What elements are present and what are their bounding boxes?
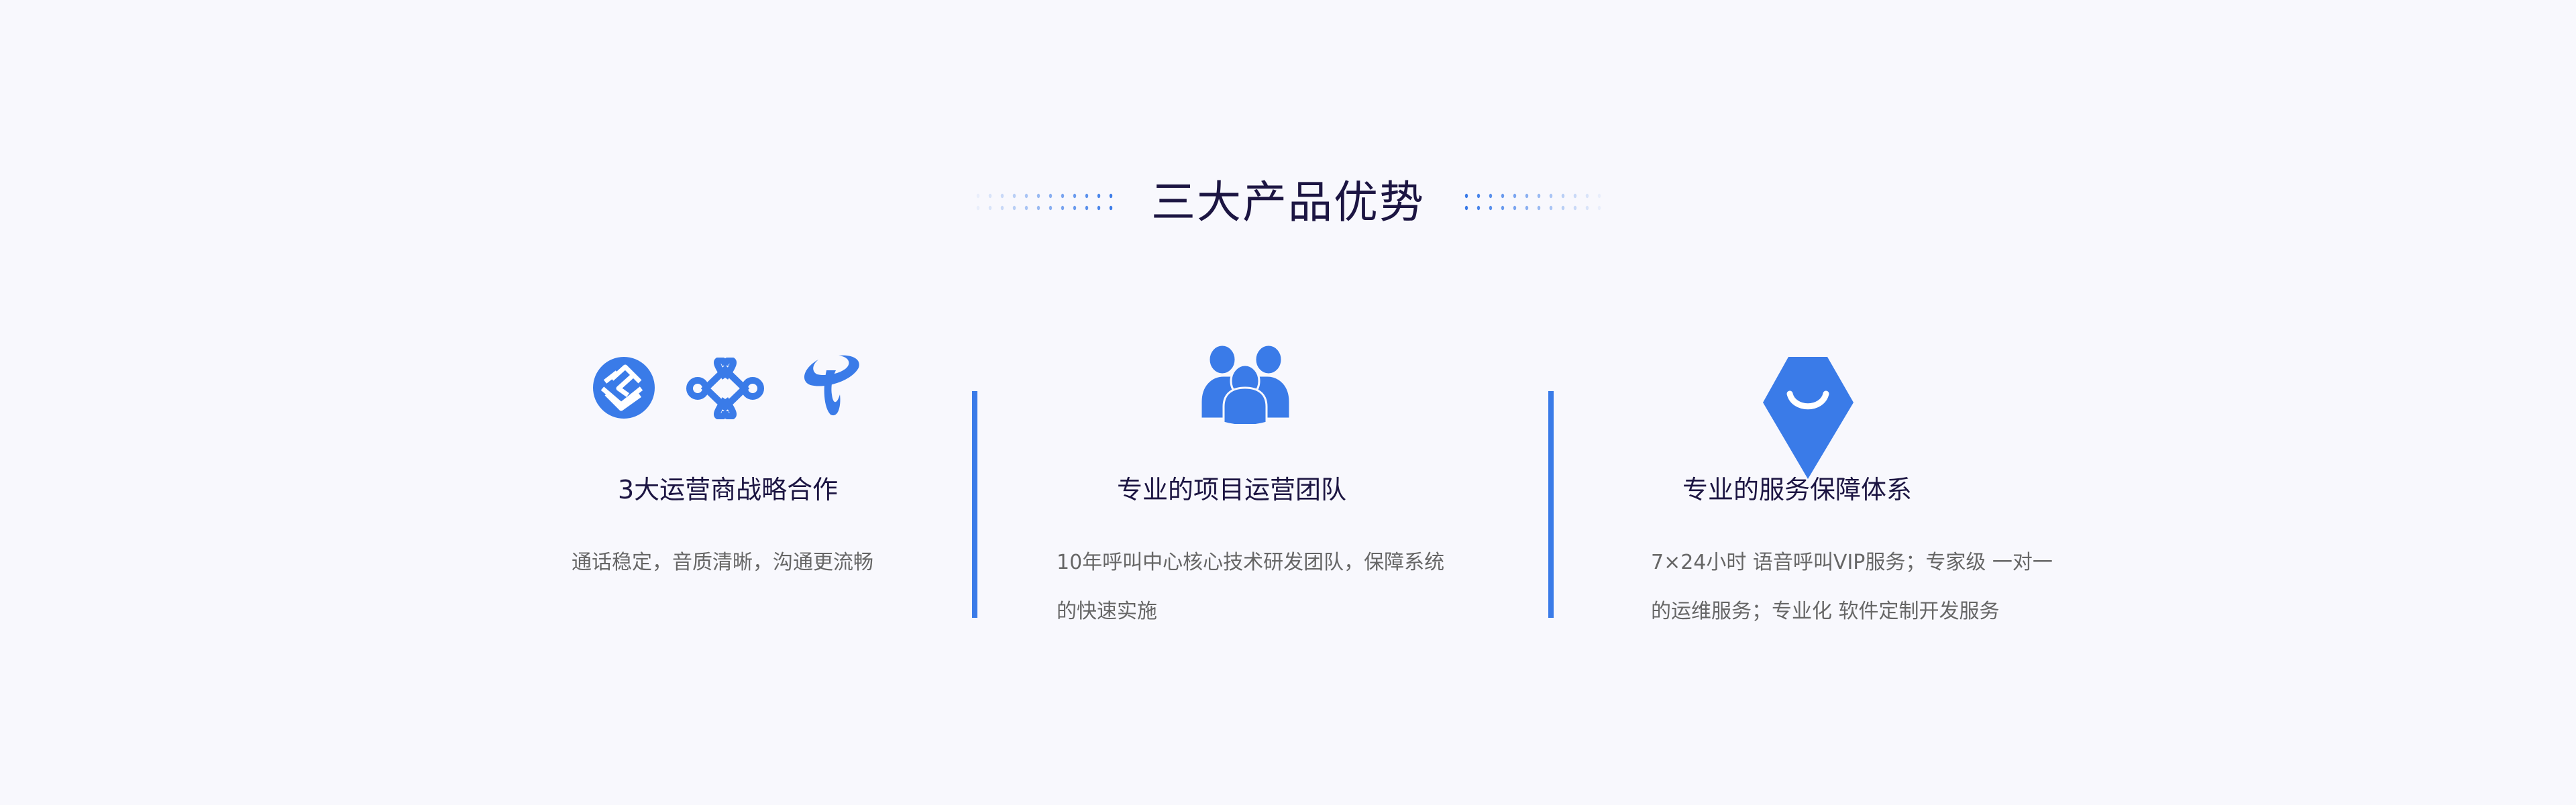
decoration-dot bbox=[1012, 205, 1016, 211]
decoration-dot bbox=[1561, 205, 1565, 211]
feature-title: 专业的服务保障体系 bbox=[1682, 475, 1913, 504]
description-line: 的快速实施 bbox=[1057, 600, 1157, 623]
decoration-dot bbox=[1097, 205, 1101, 211]
decoration-dot bbox=[1097, 193, 1101, 199]
decoration-dot bbox=[1049, 205, 1053, 211]
decoration-dot bbox=[1049, 193, 1053, 199]
decoration-dot bbox=[1073, 193, 1077, 199]
decoration-dot bbox=[1585, 193, 1589, 199]
decoration-dot bbox=[1549, 205, 1553, 211]
description-line: 7×24小时 语音呼叫VIP服务；专家级 一对一 bbox=[1651, 551, 2053, 574]
decoration-dot bbox=[1513, 205, 1517, 211]
decoration-dot bbox=[1085, 205, 1089, 211]
decoration-dot bbox=[976, 205, 980, 211]
decoration-dot bbox=[1573, 205, 1577, 211]
decoration-dot bbox=[1109, 193, 1113, 199]
decoration-dot bbox=[1036, 193, 1040, 199]
decoration-dot bbox=[976, 193, 980, 199]
decoration-dot bbox=[1085, 193, 1089, 199]
column-divider bbox=[1548, 391, 1554, 618]
decoration-dot bbox=[1036, 205, 1040, 211]
description-line: 的运维服务；专业化 软件定制开发服务 bbox=[1651, 600, 2000, 623]
description-line: 通话稳定，音质清晰，沟通更流畅 bbox=[572, 551, 873, 574]
section-title: 三大产品优势 bbox=[1151, 176, 1425, 228]
decoration-dot bbox=[1012, 193, 1016, 199]
decoration-dot bbox=[1561, 193, 1565, 199]
china-unicom-logo bbox=[686, 358, 764, 419]
china-mobile-logo bbox=[593, 357, 655, 419]
decoration-dot bbox=[1024, 193, 1028, 199]
decoration-dot bbox=[1501, 193, 1505, 199]
feature-description: 通话稳定，音质清晰，沟通更流畅 bbox=[572, 538, 873, 587]
feature-description: 10年呼叫中心核心技术研发团队，保障系统 的快速实施 bbox=[1057, 538, 1444, 636]
decoration-dot bbox=[1073, 205, 1077, 211]
china-telecom-logo bbox=[804, 355, 859, 416]
decoration-dot bbox=[1501, 205, 1505, 211]
decoration-dot bbox=[1573, 193, 1577, 199]
decoration-dot bbox=[1464, 205, 1468, 211]
decoration-dot bbox=[1061, 193, 1065, 199]
decoration-dot bbox=[1489, 193, 1493, 199]
decoration-dot bbox=[1597, 205, 1601, 211]
decoration-dot bbox=[1477, 205, 1481, 211]
description-line: 10年呼叫中心核心技术研发团队，保障系统 bbox=[1057, 551, 1445, 574]
feature-title: 3大运营商战略合作 bbox=[618, 475, 839, 504]
decoration-dot bbox=[1477, 193, 1481, 199]
decoration-dot bbox=[1597, 193, 1601, 199]
decoration-dot bbox=[1464, 193, 1468, 199]
decoration-dot bbox=[1489, 205, 1493, 211]
decoration-dot bbox=[1525, 193, 1529, 199]
decoration-dot bbox=[1000, 193, 1004, 199]
decoration-dot bbox=[1513, 193, 1517, 199]
feature-description: 7×24小时 语音呼叫VIP服务；专家级 一对一 的运维服务；专业化 软件定制开… bbox=[1651, 538, 2053, 636]
decoration-dot bbox=[1000, 205, 1004, 211]
decoration-dot bbox=[1537, 205, 1541, 211]
decoration-dot bbox=[1024, 205, 1028, 211]
decoration-dot bbox=[1549, 193, 1553, 199]
column-divider bbox=[972, 391, 977, 618]
feature-title: 专业的项目运营团队 bbox=[1117, 475, 1347, 504]
decoration-dot bbox=[988, 205, 992, 211]
service-shield-icon bbox=[1763, 357, 1854, 479]
decoration-dot bbox=[1585, 205, 1589, 211]
team-icon bbox=[1199, 345, 1291, 424]
dots-decoration-right bbox=[1464, 193, 1601, 211]
decoration-dot bbox=[1061, 205, 1065, 211]
decoration-dot bbox=[1109, 205, 1113, 211]
decoration-dot bbox=[1525, 205, 1529, 211]
dots-decoration-left bbox=[976, 193, 1113, 211]
decoration-dot bbox=[988, 193, 992, 199]
decoration-dot bbox=[1537, 193, 1541, 199]
